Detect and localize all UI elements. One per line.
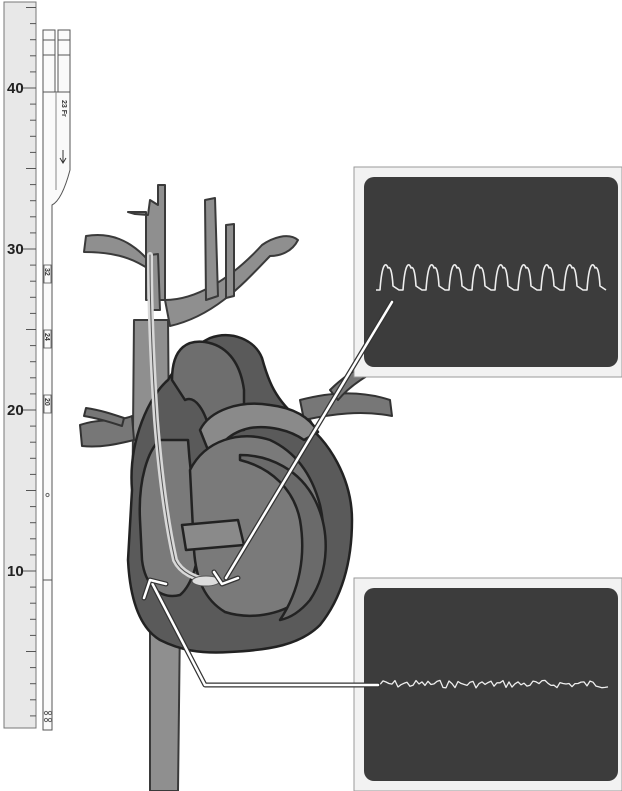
ruler-label-30: 30 (7, 241, 24, 258)
catheter-size-label: 23 Fr (60, 100, 67, 117)
monitor-upper (354, 167, 622, 377)
depth-mark-32: 32 (43, 268, 50, 276)
depth-mark-24: 24 (43, 333, 50, 341)
monitor-lower (354, 578, 622, 791)
depth-mark-20: 20 (43, 398, 50, 406)
catheter-hub-left (43, 30, 55, 92)
ruler-label-40: 40 (7, 80, 24, 97)
catheter-hub-right (58, 30, 70, 92)
ruler-label-20: 20 (7, 402, 24, 419)
tricuspid-region (182, 520, 244, 550)
catheter: 23 Fr 32 24 20 (43, 30, 70, 730)
ruler: 40 30 20 10 (4, 2, 36, 728)
ruler-label-10: 10 (7, 563, 24, 580)
